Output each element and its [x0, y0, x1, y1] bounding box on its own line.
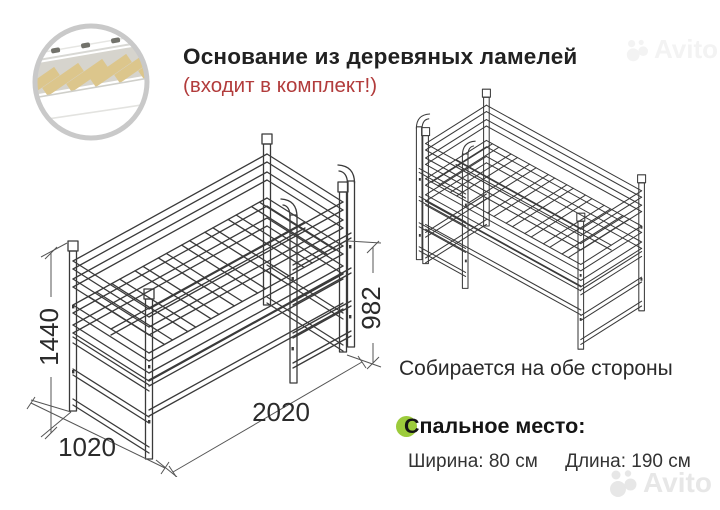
dim-upper-height-label: 982 — [356, 286, 386, 329]
sleeping-area-label: Спальное место: — [404, 414, 586, 438]
bed-line-art-mirrored — [415, 88, 647, 350]
bed-drawing-right — [415, 88, 647, 350]
avito-watermark-bottom: Avito — [609, 467, 712, 499]
inset-ring — [32, 23, 150, 141]
assembly-caption: Собирается на обе стороны — [399, 357, 673, 380]
sleeping-area-block: Спальное место: Ширина: 80 см Длина: 190… — [395, 414, 695, 473]
dim-width-label: 1020 — [58, 432, 116, 462]
dim-length-label: 2020 — [252, 397, 310, 427]
avito-watermark-top: Avito — [626, 34, 718, 65]
slats-inset-image — [32, 23, 150, 141]
sleeping-width-value: Ширина: 80 см — [408, 451, 538, 472]
sleeping-dimensions: Ширина: 80 см Длина: 190 см — [408, 451, 695, 473]
dimension-labels: 1440 1020 2020 982 — [34, 286, 386, 462]
avito-watermark-text: Avito — [643, 467, 712, 498]
avito-logo-icon — [626, 39, 648, 61]
avito-watermark-text: Avito — [654, 34, 719, 64]
avito-logo-icon — [610, 470, 637, 497]
dim-height-label: 1440 — [34, 308, 64, 366]
dimension-lines — [26, 240, 382, 477]
product-title: Основание из деревяных ламелей — [183, 44, 578, 69]
sleeping-length-value: Длина: 190 см — [565, 451, 691, 472]
green-dot-icon — [396, 416, 417, 437]
bed-drawing-left: 1440 1020 2020 982 — [26, 133, 386, 477]
included-note: (входит в комплект!) — [183, 74, 378, 97]
bed-line-art — [67, 133, 356, 460]
slats-photo-content — [37, 28, 145, 136]
